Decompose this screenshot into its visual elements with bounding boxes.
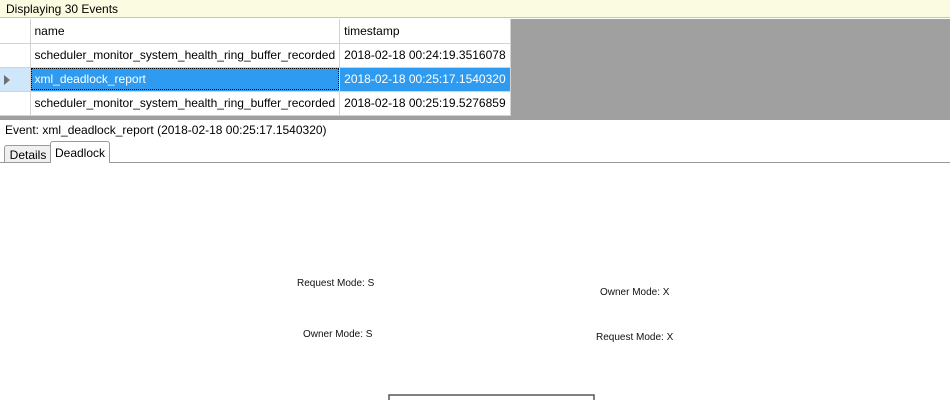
displaying-events-banner: Displaying 30 Events xyxy=(0,0,950,18)
cell-name[interactable]: scheduler_monitor_system_health_ring_buf… xyxy=(30,43,341,68)
table-row[interactable]: scheduler_monitor_system_health_ring_buf… xyxy=(0,91,511,116)
row-selector-cell[interactable] xyxy=(0,91,31,116)
cell-name[interactable]: scheduler_monitor_system_health_ring_buf… xyxy=(30,91,341,116)
events-table: name timestamp scheduler_monitor_system_… xyxy=(0,19,511,116)
banner-label: Displaying 30 Events xyxy=(6,1,119,16)
deadlock-graph-pane[interactable]: Request Mode: S Owner Mode: X Owner Mode… xyxy=(0,162,950,400)
edge-owner-mode-s: Owner Mode: S xyxy=(303,329,373,340)
deadlock-graph: Request Mode: S Owner Mode: X Owner Mode… xyxy=(297,278,674,400)
column-header-rowselector[interactable] xyxy=(0,19,31,44)
edge-request-mode-s: Request Mode: S xyxy=(297,278,375,289)
cell-timestamp[interactable]: 2018-02-18 00:25:19.5276859 xyxy=(339,91,511,116)
events-grid[interactable]: name timestamp scheduler_monitor_system_… xyxy=(0,19,950,119)
tab-deadlock[interactable]: Deadlock xyxy=(50,141,110,163)
cell-name[interactable]: xml_deadlock_report xyxy=(30,67,341,92)
resource-node-top[interactable]: Key Lock HoBt ID: 72057594214154240 asso… xyxy=(388,394,595,400)
edge-label: Owner Mode: S xyxy=(303,329,373,340)
cell-timestamp[interactable]: 2018-02-18 00:24:19.3516078 xyxy=(339,43,511,68)
tab-details[interactable]: Details xyxy=(4,145,52,163)
edge-label: Owner Mode: X xyxy=(600,287,670,298)
column-header-name[interactable]: name xyxy=(30,19,341,44)
table-row[interactable]: xml_deadlock_report 2018-02-18 00:25:17.… xyxy=(0,67,511,92)
row-selector-cell[interactable] xyxy=(0,43,31,68)
row-arrow-icon xyxy=(4,74,10,85)
table-row[interactable]: scheduler_monitor_system_health_ring_buf… xyxy=(0,43,511,68)
event-caption-label: Event: xml_deadlock_report (2018-02-18 0… xyxy=(5,122,327,137)
header-row: name timestamp xyxy=(0,19,511,44)
edge-owner-mode-x: Owner Mode: X xyxy=(600,287,670,298)
event-details-caption: Event: xml_deadlock_report (2018-02-18 0… xyxy=(0,119,950,139)
cell-timestamp[interactable]: 2018-02-18 00:25:17.1540320 xyxy=(339,67,511,92)
edge-label: Request Mode: X xyxy=(596,332,674,343)
column-header-timestamp[interactable]: timestamp xyxy=(339,19,511,44)
resource-box xyxy=(388,394,595,400)
edge-label: Request Mode: S xyxy=(297,278,375,289)
row-selector-cell[interactable] xyxy=(0,67,31,92)
tab-deadlock-label: Deadlock xyxy=(54,145,106,160)
edge-request-mode-x: Request Mode: X xyxy=(596,332,674,343)
events-table-body: scheduler_monitor_system_health_ring_buf… xyxy=(0,43,511,116)
tab-details-label: Details xyxy=(9,147,47,162)
tab-strip: Details Deadlock xyxy=(0,141,950,163)
events-table-header: name timestamp xyxy=(0,19,511,44)
